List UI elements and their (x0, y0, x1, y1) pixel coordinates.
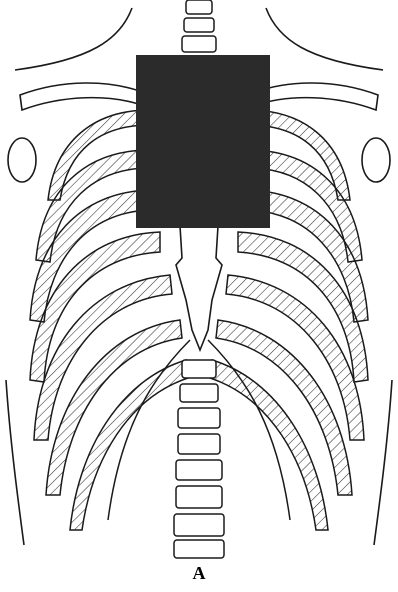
rib-cage-illustration (0, 0, 398, 560)
sternum (176, 226, 222, 350)
panel-label: A (0, 563, 398, 584)
redaction-block (136, 55, 270, 228)
